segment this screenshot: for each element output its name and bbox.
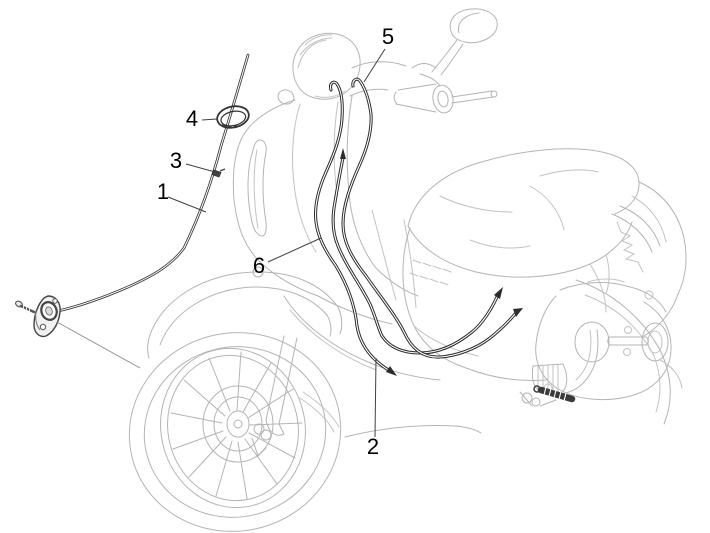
clamp-ring xyxy=(216,105,250,129)
leader-line-5 xyxy=(363,48,386,83)
leader-line-4 xyxy=(201,118,218,121)
speedo-drive-flange xyxy=(33,295,61,338)
cables xyxy=(56,53,523,376)
parts xyxy=(15,105,576,403)
cable-right xyxy=(341,77,523,359)
leader-line-6 xyxy=(267,237,322,263)
cable-clip xyxy=(211,168,226,178)
callout-2: 2 xyxy=(366,434,380,459)
cable-middle xyxy=(331,148,503,355)
callout-5: 5 xyxy=(381,24,395,49)
vent-grille xyxy=(409,259,452,286)
callout-1: 1 xyxy=(156,179,170,204)
leader-line-3 xyxy=(185,163,216,173)
speedometer-cable xyxy=(56,53,250,313)
callout-3: 3 xyxy=(169,148,183,173)
leader-lines xyxy=(167,48,386,438)
stand-spring xyxy=(533,385,576,403)
callout-4: 4 xyxy=(185,106,199,131)
flange-reference-line xyxy=(56,321,141,369)
flange-screw xyxy=(15,300,36,314)
leader-line-2 xyxy=(374,357,377,438)
scooter-line-art xyxy=(128,8,687,532)
wheel-spokes xyxy=(170,351,303,500)
callout-6: 6 xyxy=(252,253,266,278)
leader-line-1 xyxy=(167,196,207,213)
cable-left xyxy=(313,80,397,376)
